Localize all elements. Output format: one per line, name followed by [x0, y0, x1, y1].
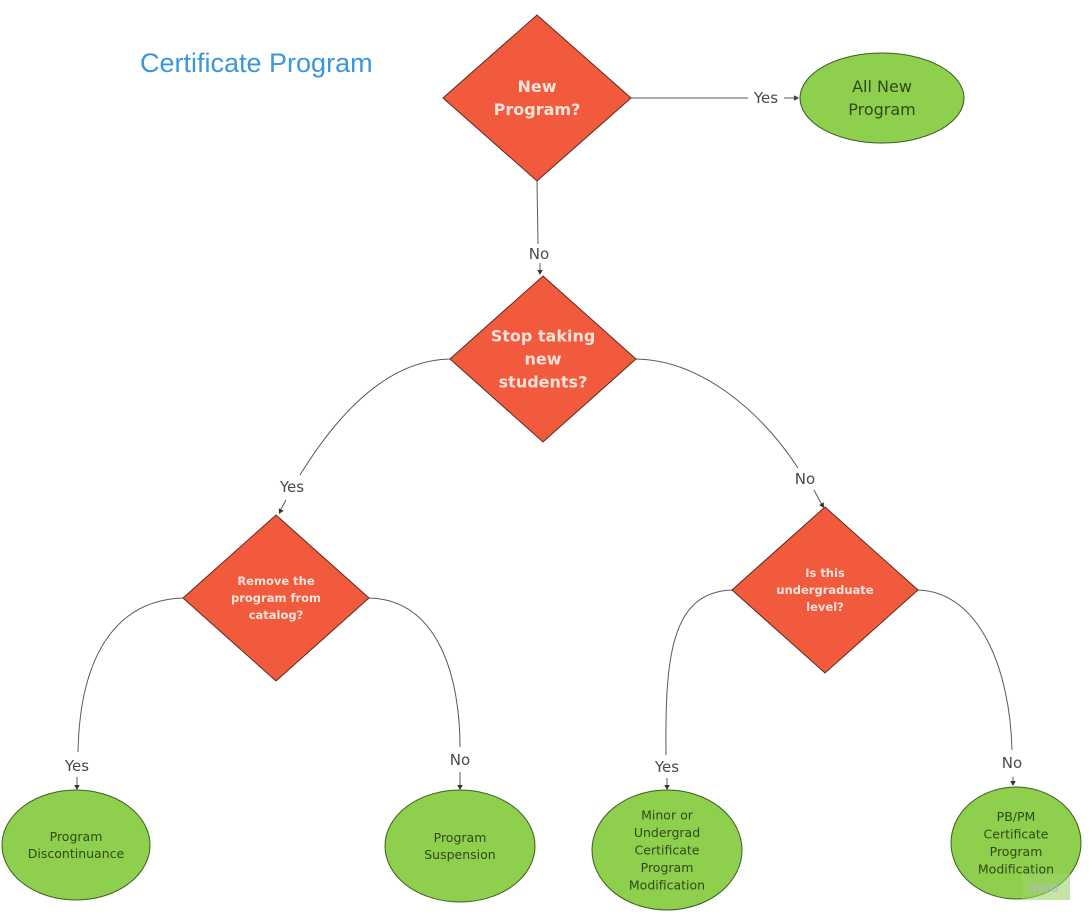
connector-line[interactable]	[299, 358, 451, 476]
outcome-ellipse[interactable]	[384, 789, 536, 903]
outcome-text-line: Undergrad	[634, 825, 700, 840]
outcome-ellipse[interactable]	[950, 786, 1082, 900]
edge-label-yes: Yes	[753, 89, 778, 107]
decision-node-d4[interactable]: Is this undergraduate level?	[731, 506, 919, 674]
outcome-text-line: Program	[50, 829, 103, 844]
outcome-text-line: Program	[848, 100, 916, 119]
decision-text: Remove the program from catalog?	[231, 574, 321, 622]
edge-label-yes: Yes	[279, 478, 304, 496]
edge-label-no: No	[795, 470, 815, 488]
connector-tail	[813, 489, 823, 506]
outcome-text-line: Discontinuance	[28, 846, 125, 861]
decision-text-line: Program?	[494, 100, 581, 119]
outcome-text-line: Modification	[629, 877, 705, 892]
edge-label-no: No	[1002, 754, 1022, 772]
label-background	[748, 88, 784, 108]
decision-text-line: Remove the	[237, 574, 315, 588]
outcome-text-line: Modification	[978, 862, 1054, 877]
connector-line[interactable]	[917, 589, 1013, 751]
edge-d4-o4[interactable]	[664, 589, 733, 790]
outcome-text-line: PB/PM	[997, 809, 1036, 824]
decision-text: Is this undergraduate level?	[776, 566, 873, 614]
arrowhead-icon	[278, 508, 284, 514]
decision-text-line: new	[524, 350, 561, 369]
outcome-text-line: Program	[990, 844, 1043, 859]
outcome-text-line: Minor or	[641, 807, 694, 822]
edge-label-yes: Yes	[64, 757, 89, 775]
outcome-text-line: Certificate	[635, 842, 700, 857]
edge-d3-o3[interactable]	[368, 597, 463, 790]
diagram-title: Certificate Program	[140, 48, 373, 78]
edge-label-no: No	[529, 245, 549, 263]
decision-diamond[interactable]	[449, 275, 637, 443]
connector-line[interactable]	[368, 597, 461, 748]
decision-node-d3[interactable]: Remove the program from catalog?	[182, 514, 370, 682]
decision-text-line: Is this	[805, 566, 845, 580]
edge-d3-o2[interactable]	[74, 597, 184, 790]
decision-text-line: New	[517, 77, 556, 96]
watermark-text: miro	[1029, 881, 1058, 896]
decision-text-line: undergraduate	[776, 583, 873, 597]
arrowhead-icon	[537, 270, 543, 275]
decision-text-line: catalog?	[249, 608, 304, 622]
outcome-ellipse[interactable]	[591, 789, 743, 911]
outcome-text-line: Certificate	[984, 827, 1049, 842]
arrowhead-icon	[457, 785, 463, 790]
arrowhead-icon	[1010, 781, 1016, 786]
connector-tail	[279, 499, 287, 512]
arrowhead-icon	[664, 785, 670, 790]
edge-d1-d2[interactable]	[536, 180, 543, 275]
outcome-text-line: All New	[852, 77, 912, 96]
decision-text-line: level?	[806, 600, 844, 614]
miro-watermark: miro	[1022, 874, 1070, 900]
decision-text-line: Stop taking	[491, 327, 596, 346]
decision-diamond[interactable]	[442, 14, 632, 182]
outcome-text-line: Suspension	[424, 847, 495, 862]
decision-diamond[interactable]	[731, 506, 919, 674]
decision-diamond[interactable]	[182, 514, 370, 682]
edges-layer	[74, 88, 1016, 790]
decision-text: Stop taking new students?	[491, 327, 596, 392]
connector-line[interactable]	[536, 180, 539, 245]
connector-line[interactable]	[665, 589, 733, 756]
arrowhead-icon	[74, 785, 80, 790]
connector-line[interactable]	[77, 597, 184, 753]
edge-label-yes: Yes	[654, 758, 679, 776]
outcome-text-line: Program	[434, 830, 487, 845]
edge-d2-d3[interactable]	[278, 358, 451, 514]
decision-node-d2[interactable]: Stop taking new students?	[449, 275, 637, 443]
decision-text-line: program from	[231, 591, 321, 605]
connector-line[interactable]	[635, 358, 799, 469]
outcome-text-line: Program	[641, 860, 694, 875]
outcome-ellipse[interactable]	[799, 52, 965, 144]
edge-d2-d4[interactable]	[635, 358, 824, 508]
outcome-ellipse[interactable]	[1, 789, 151, 901]
edge-d4-o5[interactable]	[917, 589, 1016, 786]
arrowhead-icon	[819, 502, 824, 508]
decision-text-line: students?	[499, 373, 588, 392]
edge-label-no: No	[450, 751, 470, 769]
